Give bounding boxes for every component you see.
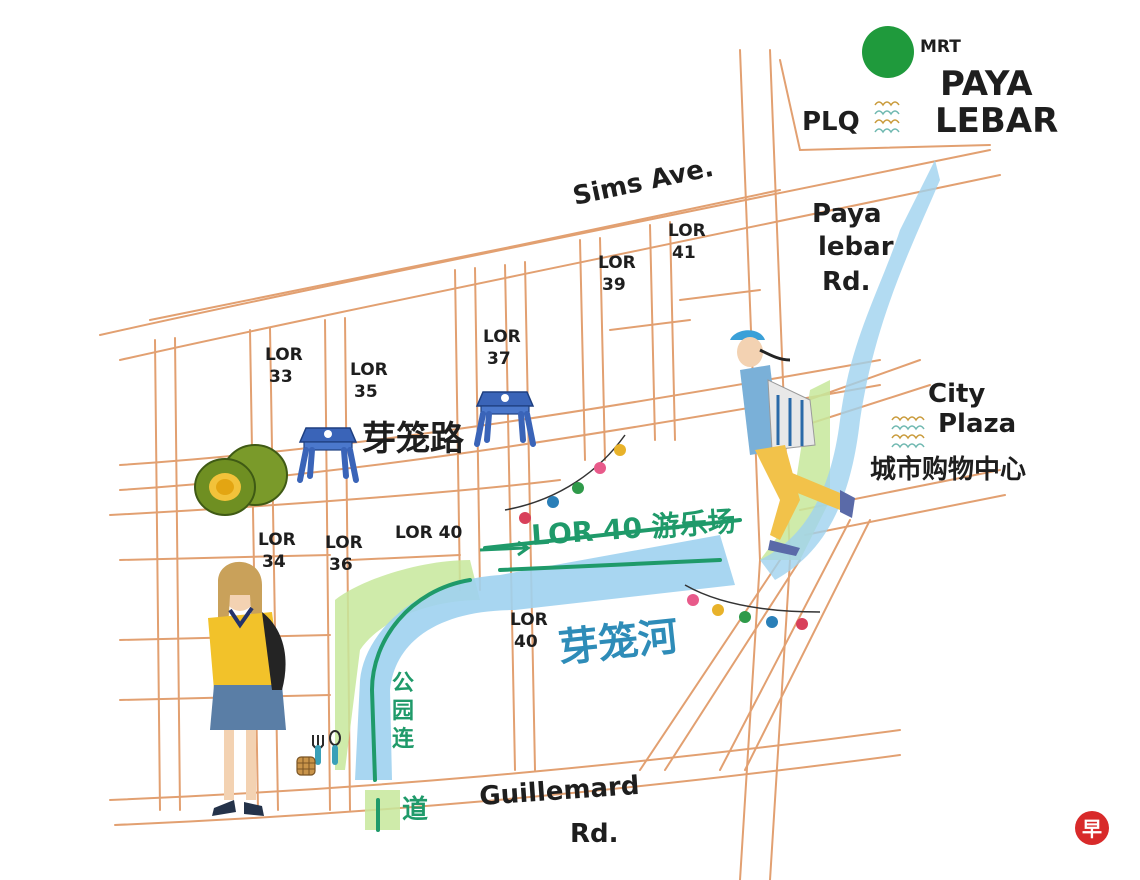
paya-lebar-rd-label: Paya lebar Rd. <box>812 199 894 297</box>
brand-logo: 早 <box>1075 811 1109 845</box>
geylang-river-cn-label: 芽笼河 <box>556 614 680 672</box>
mrt-label: MRT <box>920 37 961 57</box>
guillemard-rd-line1: Guillemard <box>478 771 640 812</box>
lorong-label-top: LOR <box>265 345 303 365</box>
park-connector-char-4: 道 <box>402 794 428 825</box>
park-connector-char-3: 连 <box>392 726 415 752</box>
geylang-road-cn-label: 芽笼路 <box>362 419 465 459</box>
lor40-label: LOR 40 <box>395 523 463 543</box>
brand-logo-badge <box>1075 811 1109 845</box>
lorong-label-top: LOR <box>483 327 521 347</box>
city-plaza-line1: City <box>928 379 985 409</box>
lorong-label-number: 35 <box>354 382 378 402</box>
stool-icon <box>474 391 536 447</box>
person-illustration-left <box>208 561 286 816</box>
plq-label: PLQ <box>802 107 860 137</box>
lorong-label-number: 40 <box>514 632 538 652</box>
lorong-label-number: 37 <box>487 349 511 369</box>
park-connector-path <box>369 518 742 832</box>
lorong-label-top: LOR <box>510 610 548 630</box>
station-name-line1: PAYA <box>940 64 1033 104</box>
lorong-label-top: LOR <box>258 530 296 550</box>
city-plaza-line2: Plaza <box>938 409 1016 439</box>
person-illustration-right <box>730 330 855 556</box>
lorong-label-number: 36 <box>329 555 353 575</box>
stool-icon <box>297 427 359 483</box>
park-connector-char-2: 园 <box>392 699 414 724</box>
waffle-icon <box>296 756 316 776</box>
geylang-river <box>355 160 940 780</box>
durian-icon <box>194 444 288 516</box>
building-icon <box>891 416 925 449</box>
string-lights-icon <box>684 584 821 630</box>
paya-lebar-rd-line3: Rd. <box>822 267 871 297</box>
lorong-label-number: 39 <box>602 275 626 295</box>
lorong-label-top: LOR <box>325 533 363 553</box>
sims-ave-label: Sims Ave. <box>570 153 716 212</box>
food-icon <box>312 730 341 765</box>
paya-lebar-rd-line1: Paya <box>812 199 882 229</box>
plq-landmark[interactable]: PLQ <box>802 101 900 137</box>
mrt-station[interactable]: MRT PAYA LEBAR <box>862 26 1058 141</box>
lorong-label-number: 34 <box>262 552 286 572</box>
city-plaza-landmark[interactable]: City Plaza 城市购物中心 <box>870 379 1026 485</box>
lorong-label-number: 41 <box>672 243 696 263</box>
park-connector-label: 公 园 连 道 <box>392 671 428 825</box>
building-icon <box>874 101 900 134</box>
park-connector-char-1: 公 <box>392 671 414 696</box>
lorong-label-number: 33 <box>269 367 293 387</box>
city-plaza-cn-label: 城市购物中心 <box>870 454 1026 485</box>
string-lights-icon <box>504 434 626 524</box>
lorong-label-top: LOR <box>668 221 706 241</box>
lorong-label-top: LOR <box>598 253 636 273</box>
brand-logo-char: 早 <box>1082 817 1102 841</box>
lorong-label-top: LOR <box>350 360 388 380</box>
station-name-line2: LEBAR <box>935 101 1058 141</box>
guillemard-rd-line2: Rd. <box>570 819 619 849</box>
mrt-station-marker[interactable] <box>862 26 914 78</box>
guillemard-rd-label: Guillemard Rd. <box>478 771 640 849</box>
paya-lebar-rd-line2: lebar <box>818 232 894 262</box>
